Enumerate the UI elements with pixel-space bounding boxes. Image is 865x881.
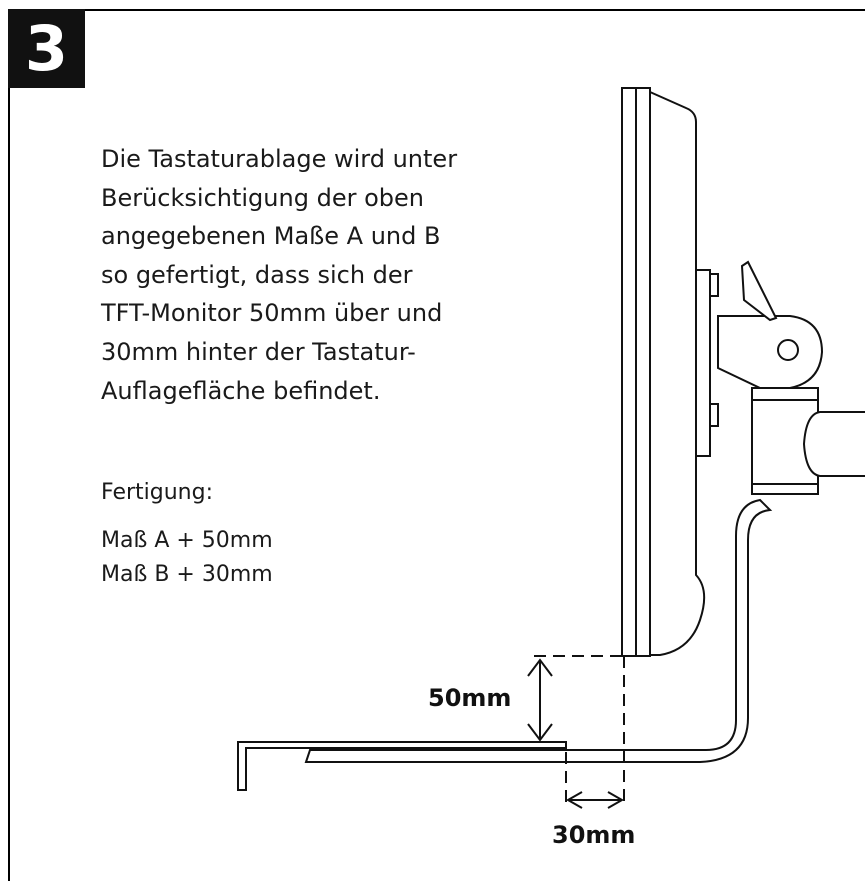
monitor-bezel bbox=[635, 87, 651, 657]
instruction-line: so gefertigt, dass sich der bbox=[101, 260, 413, 289]
instruction-line: Die Tastaturablage wird unter bbox=[101, 145, 458, 173]
step-number-badge: 3 bbox=[8, 9, 85, 88]
mount-plate bbox=[695, 269, 711, 457]
instruction-text: Die Tastaturablage wird unter Berücksich… bbox=[101, 140, 541, 410]
pivot-hole bbox=[777, 339, 799, 361]
fertigung-heading: Fertigung: bbox=[101, 480, 213, 505]
vertical-dimension-label: 50mm bbox=[428, 684, 511, 712]
instruction-line: Auflagefläche befindet. bbox=[101, 376, 381, 405]
instruction-line: angegebenen Maße A und B bbox=[101, 222, 441, 251]
diagram-frame bbox=[8, 9, 865, 881]
instruction-line: 30mm hinter der Tastatur- bbox=[101, 337, 416, 366]
support-tube bbox=[802, 411, 865, 477]
tilt-bracket bbox=[717, 315, 824, 389]
horizontal-dimension-label: 30mm bbox=[552, 821, 635, 849]
bolt-upper bbox=[709, 273, 719, 297]
fertigung-item: Maß B + 30mm bbox=[101, 562, 273, 587]
keyboard-tray bbox=[237, 741, 567, 791]
fertigung-item: Maß A + 50mm bbox=[101, 528, 273, 553]
l-arm bbox=[304, 498, 773, 763]
instruction-line: TFT-Monitor 50mm über und bbox=[101, 299, 443, 328]
monitor-housing bbox=[649, 90, 706, 656]
bolt-lower bbox=[709, 403, 719, 427]
instruction-line: Berücksichtigung der oben bbox=[101, 183, 424, 212]
tilt-lever bbox=[740, 260, 778, 322]
fertigung-list: Maß A + 50mm Maß B + 30mm bbox=[101, 524, 273, 592]
monitor-panel bbox=[621, 87, 637, 657]
